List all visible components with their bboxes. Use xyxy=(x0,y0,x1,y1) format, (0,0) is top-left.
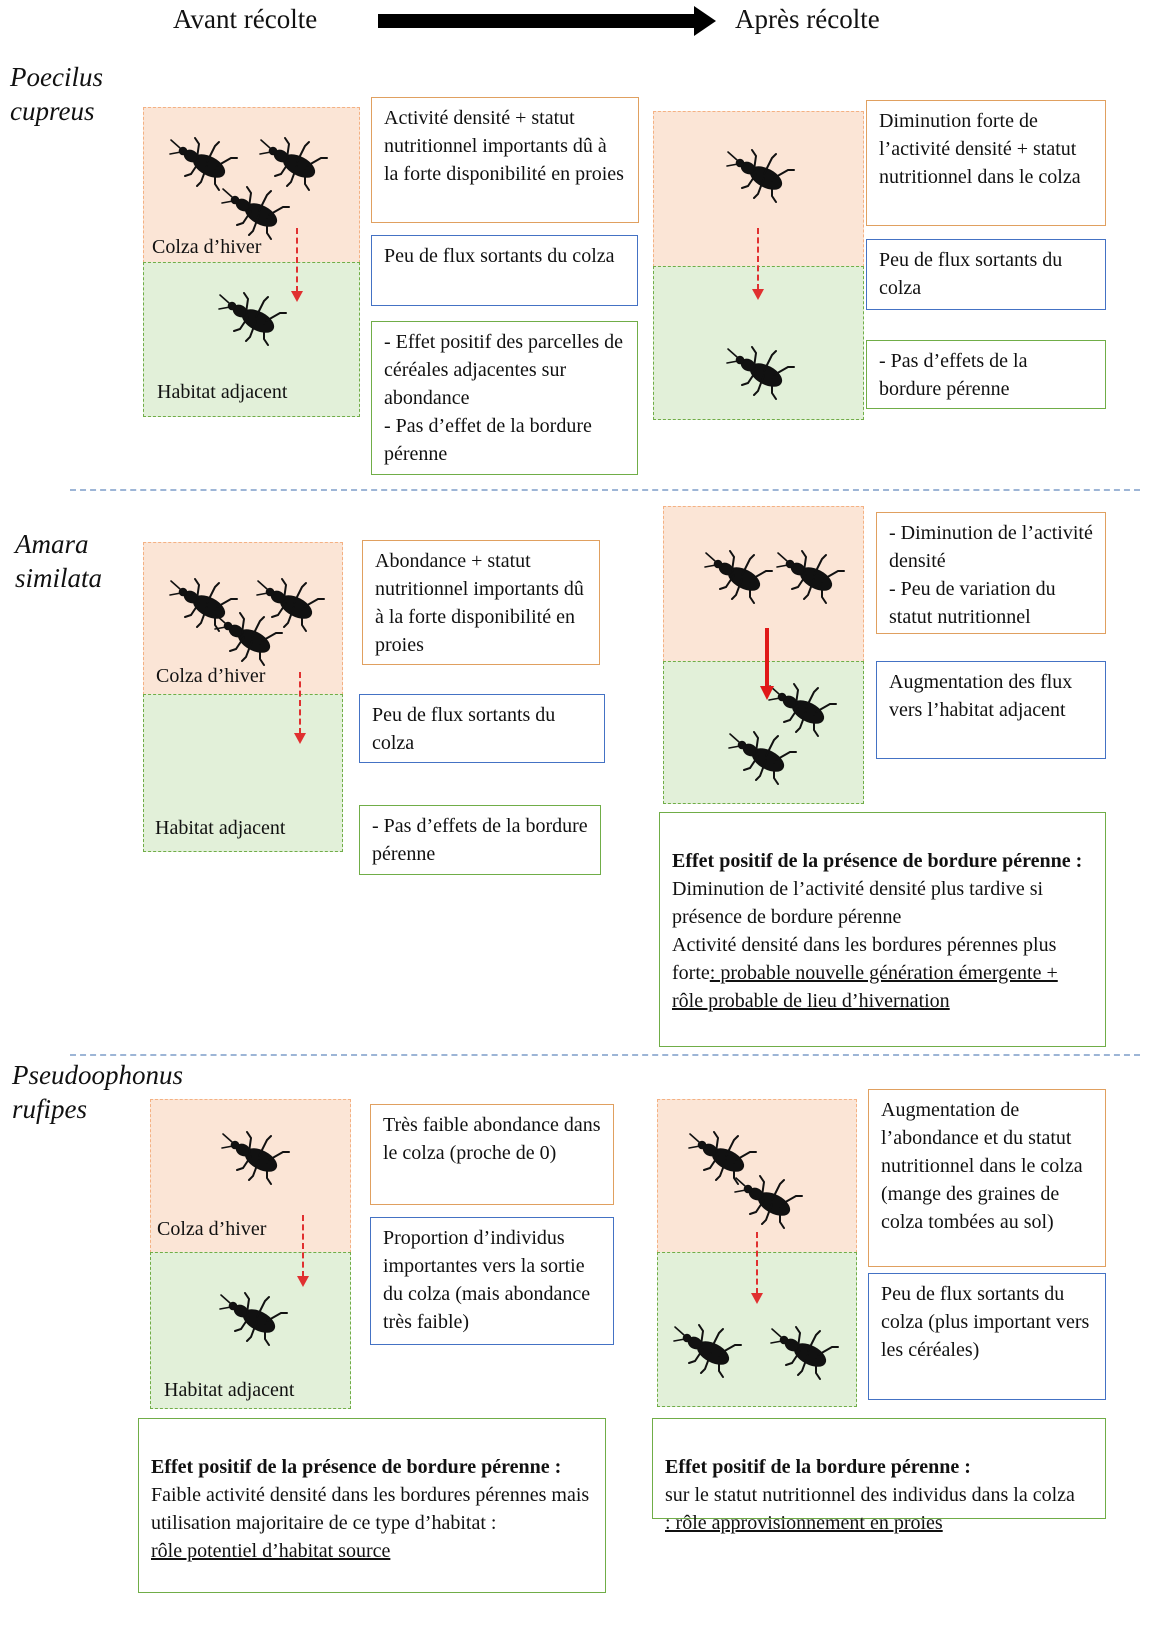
species-name-poecilus: Poecilus cupreus xyxy=(10,62,103,126)
beetle-icon xyxy=(259,136,329,192)
beetle-icon xyxy=(673,1323,743,1379)
effect-box: - Pas d’effets de la bordure pérenne xyxy=(359,805,601,875)
strong-dispersal-arrow-icon xyxy=(760,628,774,700)
crop-zone xyxy=(657,1099,857,1253)
flux-box: Proportion d’individus importantes vers … xyxy=(370,1217,614,1345)
activity-density-box: Augmentation de l’abondance et du statut… xyxy=(868,1089,1106,1267)
before-harvest-label: Avant récolte xyxy=(173,4,318,34)
crop-zone: Colza d’hiver xyxy=(143,542,343,695)
effect-underlined-text: rôle potentiel d’habitat source xyxy=(151,1540,391,1562)
beetle-icon xyxy=(169,136,239,192)
beetle-icon xyxy=(214,611,284,667)
flux-box: Peu de flux sortants du colza xyxy=(866,239,1106,310)
beetle-icon xyxy=(770,1325,840,1381)
section-separator xyxy=(70,1054,1140,1056)
species-name-amara: Amara similata xyxy=(15,529,103,593)
effect-title: Effet positif de la bordure pérenne : xyxy=(665,1456,971,1478)
crop-label: Colza d’hiver xyxy=(152,236,262,258)
effect-underlined-text: : rôle approvisionnement en proies xyxy=(665,1512,943,1534)
dispersal-arrow-icon xyxy=(751,1232,763,1304)
beetle-icon xyxy=(726,345,796,401)
activity-density-box: Très faible abondance dans le colza (pro… xyxy=(370,1104,614,1205)
beetle-icon xyxy=(221,185,291,241)
beetle-icon xyxy=(728,730,798,786)
effect-box: - Effet positif des parcelles de céréale… xyxy=(371,321,638,475)
dispersal-arrow-icon xyxy=(294,672,306,744)
beetle-icon xyxy=(734,1174,804,1230)
dispersal-arrow-icon xyxy=(291,228,303,302)
crop-zone: Colza d’hiver xyxy=(143,107,360,263)
adjacent-habitat-label: Habitat adjacent xyxy=(155,817,286,839)
dispersal-arrow-icon xyxy=(297,1215,309,1287)
section-separator xyxy=(70,489,1140,491)
activity-density-box: Abondance + statut nutritionnel importan… xyxy=(362,540,600,665)
flux-box: Peu de flux sortants du colza xyxy=(371,235,638,306)
effect-box: Effet positif de la bordure pérenne : sur… xyxy=(652,1418,1106,1534)
effect-text: Diminution de l’activité densité plus ta… xyxy=(672,878,1057,984)
effect-title: Effet positif de la présence de bordure … xyxy=(672,850,1083,872)
flux-box: Augmentation des flux vers l’habitat adj… xyxy=(876,661,1106,759)
beetle-icon xyxy=(218,291,288,347)
species-name-pseudoophonus: Pseudoophonus rufipes xyxy=(12,1060,183,1124)
flux-box: Peu de flux sortants du colza xyxy=(359,694,605,763)
after-harvest-label: Après récolte xyxy=(735,4,880,34)
effect-underlined-text: : probable nouvelle génération émergente… xyxy=(672,962,1058,1012)
adjacent-habitat-zone: Habitat adjacent xyxy=(150,1252,351,1409)
adjacent-habitat-zone xyxy=(663,661,864,804)
effect-box: Effet positif de la présence de bordure … xyxy=(138,1418,606,1593)
crop-label: Colza d’hiver xyxy=(157,1218,267,1240)
activity-density-box: - Diminution de l’activité densité - Peu… xyxy=(876,512,1106,634)
adjacent-habitat-label: Habitat adjacent xyxy=(157,381,288,403)
activity-density-box: Activité densité + statut nutritionnel i… xyxy=(371,97,639,223)
dispersal-arrow-icon xyxy=(752,228,764,300)
timeline-arrow-shaft xyxy=(378,14,694,28)
effect-box: Effet positif de la présence de bordure … xyxy=(659,812,1106,1047)
beetle-icon xyxy=(726,148,796,204)
effect-text: Faible activité densité dans les bordure… xyxy=(151,1484,590,1534)
adjacent-habitat-zone: Habitat adjacent xyxy=(143,694,343,852)
effect-box: - Pas d’effets de la bordure pérenne xyxy=(866,340,1106,409)
crop-label: Colza d’hiver xyxy=(156,665,266,687)
crop-zone xyxy=(663,506,864,662)
effect-title: Effet positif de la présence de bordure … xyxy=(151,1456,562,1478)
beetle-icon xyxy=(219,1291,289,1347)
beetle-icon xyxy=(776,549,846,605)
beetle-icon xyxy=(221,1130,291,1186)
beetle-icon xyxy=(704,549,774,605)
timeline-arrow-head-icon xyxy=(694,6,716,36)
crop-zone: Colza d’hiver xyxy=(150,1099,351,1253)
adjacent-habitat-label: Habitat adjacent xyxy=(164,1379,295,1401)
activity-density-box: Diminution forte de l’activité densité +… xyxy=(866,100,1106,226)
flux-box: Peu de flux sortants du colza (plus impo… xyxy=(868,1273,1106,1400)
effect-text: sur le statut nutritionnel des individus… xyxy=(665,1484,1075,1506)
adjacent-habitat-zone: Habitat adjacent xyxy=(143,262,360,417)
